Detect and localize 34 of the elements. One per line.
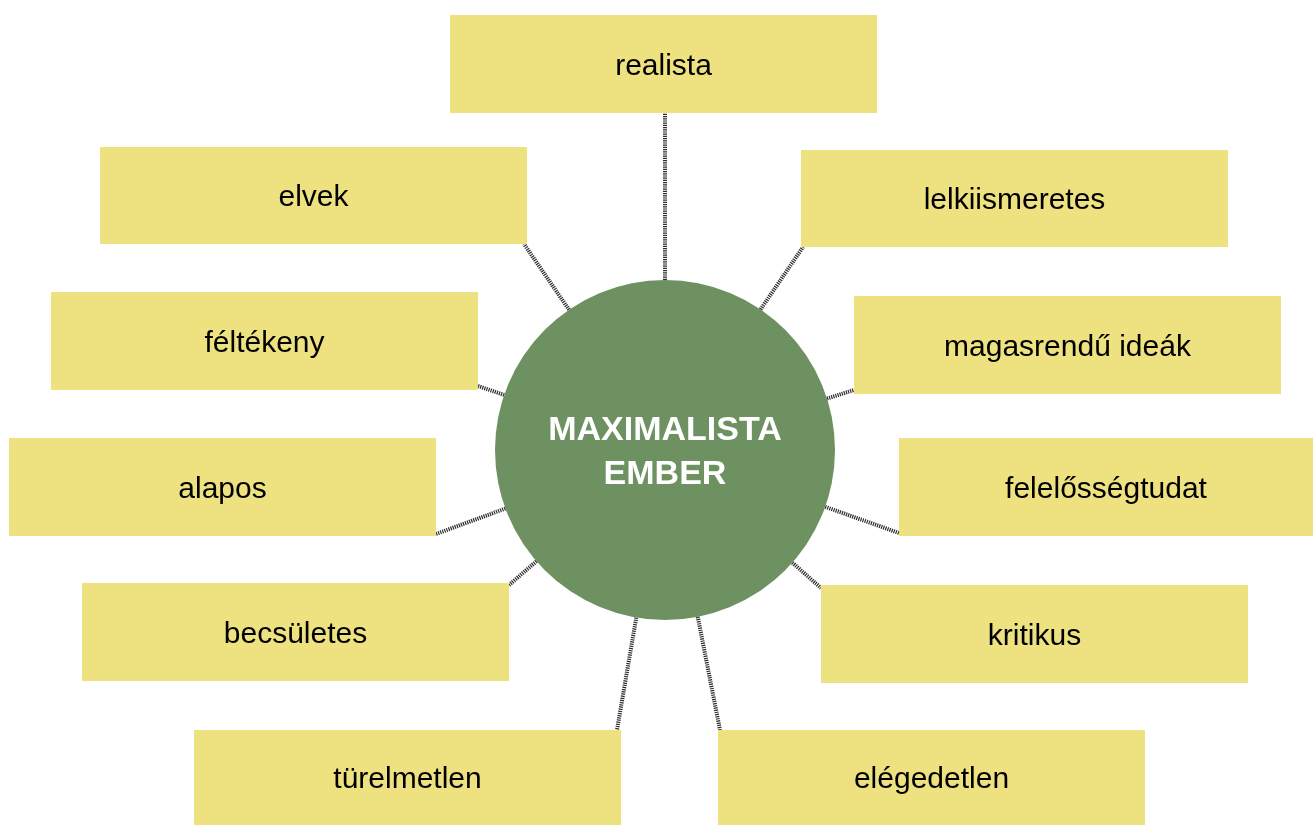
trait-box <box>899 438 1313 536</box>
trait-label: türelmetlen <box>333 760 482 796</box>
connector-line <box>507 559 538 587</box>
trait-label: féltékeny <box>204 323 325 360</box>
trait-label: kritikus <box>987 616 1082 653</box>
trait-box <box>100 147 527 244</box>
trait-label: alapos <box>178 469 267 506</box>
connector-line <box>758 245 805 311</box>
trait-box <box>821 585 1248 683</box>
connector-line <box>663 113 667 280</box>
trait-label: elégedetlen <box>853 760 1010 796</box>
connector-line <box>791 561 823 590</box>
trait-box <box>718 730 1145 825</box>
trait-label: lelkiismeretes <box>923 181 1106 217</box>
connector-line <box>826 388 855 401</box>
trait-box <box>51 292 478 390</box>
trait-label: elvek <box>278 178 349 214</box>
connector-line <box>824 504 900 535</box>
connector-line <box>695 616 722 731</box>
trait-box <box>801 150 1228 247</box>
trait-label: realista <box>615 46 712 83</box>
trait-box <box>194 730 621 825</box>
connector-line <box>477 384 505 397</box>
connector-line <box>615 617 639 731</box>
trait-box <box>450 15 877 113</box>
trait-box <box>82 583 509 681</box>
center-title: MAXIMALISTA EMBER <box>547 408 783 493</box>
trait-box <box>854 296 1281 394</box>
trait-label: magasrendű ideák <box>944 327 1191 364</box>
connector-line <box>522 242 571 311</box>
trait-label: felelősségtudat <box>1005 469 1207 506</box>
connector-line <box>435 506 507 536</box>
trait-label: becsületes <box>223 614 368 651</box>
trait-box <box>9 438 436 536</box>
